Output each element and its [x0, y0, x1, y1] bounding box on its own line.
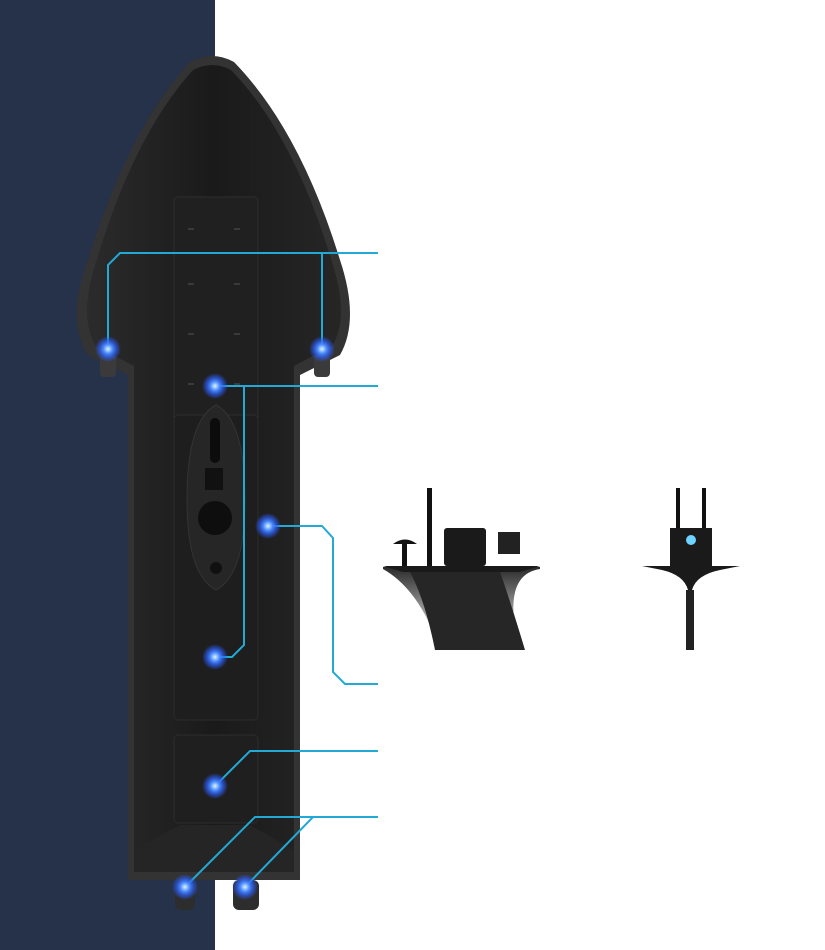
node-icon	[202, 373, 228, 399]
front-keel	[686, 590, 694, 650]
small-connector	[210, 562, 222, 574]
front-deck	[642, 566, 740, 590]
side-view-left	[383, 488, 540, 650]
node-icon	[202, 644, 228, 670]
node-icon	[95, 336, 121, 362]
side-gps	[393, 539, 417, 544]
camera-mount	[205, 468, 223, 490]
side-camera	[498, 532, 520, 554]
stern-wedge	[134, 825, 294, 872]
equipment-oval	[186, 404, 246, 591]
side-dome	[444, 528, 486, 566]
front-antenna-left	[676, 488, 680, 528]
panel-vents	[188, 228, 240, 385]
side-antenna	[427, 488, 432, 566]
antenna-base	[210, 418, 220, 463]
sensor-dome	[198, 501, 232, 535]
glow-nodes	[95, 336, 335, 900]
node-icon	[309, 336, 335, 362]
side-view-right	[642, 488, 740, 650]
keel	[410, 572, 525, 650]
vessel-top-view	[76, 56, 350, 910]
front-antenna-right	[702, 488, 706, 528]
node-icon	[255, 513, 281, 539]
node-icon	[232, 874, 258, 900]
side-deck	[383, 566, 540, 572]
node-icon	[202, 773, 228, 799]
node-icon	[172, 874, 198, 900]
front-lens	[686, 535, 696, 545]
front-hull-box	[670, 528, 712, 566]
